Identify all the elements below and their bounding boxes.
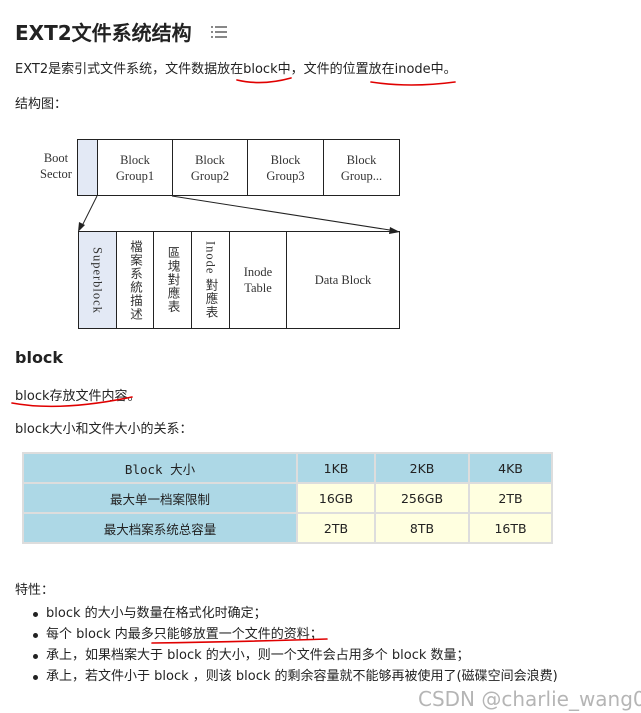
row-label: 最大档案系统总容量 (22, 512, 298, 544)
list-item: 承上，若文件小于 block ，则该 block 的剩余容量就不能够再被使用了(… (33, 666, 558, 687)
toc-list-icon[interactable] (211, 25, 227, 39)
table-cell: 2TB (296, 512, 376, 544)
table-cell: 256GB (374, 482, 470, 514)
diagram-label: 结构图： (15, 97, 68, 112)
table-row: 最大档案系统总容量 2TB 8TB 16TB (22, 512, 553, 544)
superblock-box: Superblock (78, 231, 117, 329)
block-bitmap-box: 區塊對應表 (153, 231, 192, 329)
table-cell: 8TB (374, 512, 470, 544)
relation-label: block大小和文件大小的关系： (15, 422, 193, 437)
block-group-1: Block Group1 (97, 139, 173, 196)
fs-descriptor-box: 檔案系統描述 (116, 231, 154, 329)
list-item: 承上，如果档案大于 block 的大小，则一个文件会占用多个 block 数量； (33, 645, 558, 666)
table-row: 最大单一档案限制 16GB 256GB 2TB (22, 482, 553, 514)
block-heading: block (15, 348, 64, 367)
table-cell: 16TB (468, 512, 553, 544)
data-block-box: Data Block (286, 231, 400, 329)
watermark: CSDN @charlie_wang007 (418, 687, 641, 711)
header-cell: Block 大小 (22, 452, 298, 484)
inode-table-box: Inode Table (229, 231, 287, 329)
list-item: 每个 block 内最多只能够放置一个文件的资料； (33, 624, 558, 645)
inode-bitmap-box: Inode 對應表 (191, 231, 230, 329)
header-cell: 4KB (468, 452, 553, 484)
intro-text: EXT2是索引式文件系统，文件数据放在block中，文件的位置放在inode中。 (15, 62, 457, 77)
page-title: EXT2文件系统结构 (15, 21, 192, 45)
block-description: block存放文件内容。 (15, 389, 141, 404)
table-cell: 2TB (468, 482, 553, 514)
boot-sector-label: Boot Sector (40, 151, 72, 181)
features-label: 特性： (15, 583, 55, 598)
features-list: block 的大小与数量在格式化时确定； 每个 block 内最多只能够放置一个… (33, 603, 558, 687)
header-cell: 2KB (374, 452, 470, 484)
block-group-2: Block Group2 (172, 139, 248, 196)
block-size-table: Block 大小 1KB 2KB 4KB 最大单一档案限制 16GB 256GB… (22, 452, 553, 544)
block-group-more: Block Group... (323, 139, 400, 196)
row-label: 最大单一档案限制 (22, 482, 298, 514)
header-cell: 1KB (296, 452, 376, 484)
table-cell: 16GB (296, 482, 376, 514)
list-item: block 的大小与数量在格式化时确定； (33, 603, 558, 624)
table-header-row: Block 大小 1KB 2KB 4KB (22, 452, 553, 484)
